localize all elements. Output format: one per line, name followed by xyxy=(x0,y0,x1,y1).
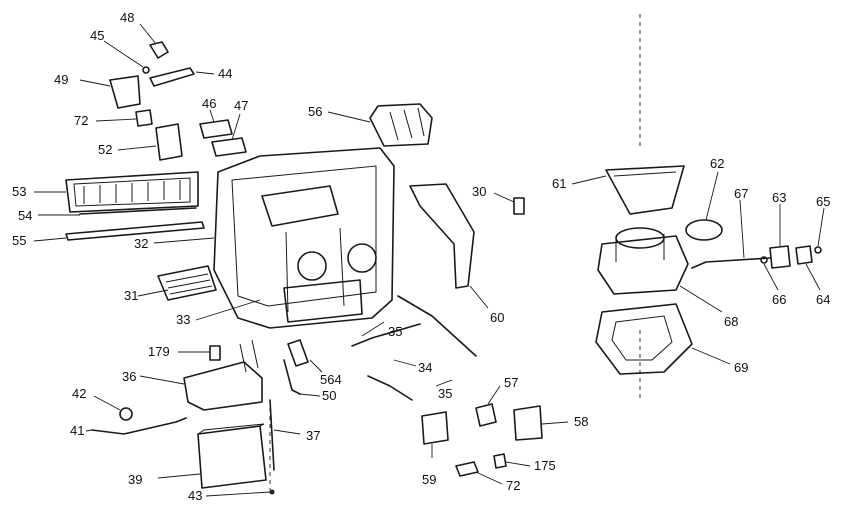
callout-69: 69 xyxy=(734,360,748,375)
part-69-blower-bottom xyxy=(595,303,731,375)
part-54-strip xyxy=(38,207,197,216)
callout-60: 60 xyxy=(490,310,504,325)
callout-64: 64 xyxy=(816,292,830,307)
callout-labels: 48 45 44 49 72 46 47 52 56 53 54 55 32 3… xyxy=(12,10,830,503)
callout-72-lower: 72 xyxy=(506,478,520,493)
part-47-plate xyxy=(211,113,247,157)
callout-175: 175 xyxy=(534,458,556,473)
part-65-pin xyxy=(814,207,825,254)
callout-61: 61 xyxy=(552,176,566,191)
part-33-inner-panel xyxy=(195,299,261,321)
part-53-filter-frame xyxy=(34,171,199,213)
callout-43: 43 xyxy=(188,488,202,503)
part-36-mount-bracket xyxy=(139,339,263,411)
part-63-connector xyxy=(769,204,791,269)
callout-62: 62 xyxy=(710,156,724,171)
part-34-cable xyxy=(351,295,477,367)
part-72-clip-upper xyxy=(95,109,153,127)
part-58-bracket xyxy=(513,405,569,441)
part-30-fastener xyxy=(493,192,525,215)
callout-55: 55 xyxy=(12,233,26,248)
callout-68: 68 xyxy=(724,314,738,329)
part-37-rod xyxy=(269,399,301,471)
callout-30: 30 xyxy=(472,184,486,199)
part-49-bracket xyxy=(79,75,141,109)
callout-52: 52 xyxy=(98,142,112,157)
callout-57: 57 xyxy=(504,375,518,390)
callout-48: 48 xyxy=(120,10,134,25)
callout-42: 42 xyxy=(72,386,86,401)
callout-35-lower: 35 xyxy=(438,386,452,401)
callout-66: 66 xyxy=(772,292,786,307)
part-50-arm xyxy=(283,359,321,397)
callout-67: 67 xyxy=(734,186,748,201)
callout-45: 45 xyxy=(90,28,104,43)
callout-63: 63 xyxy=(772,190,786,205)
callout-53: 53 xyxy=(12,184,26,199)
callout-33: 33 xyxy=(176,312,190,327)
part-57-clip xyxy=(475,385,501,427)
part-56-core xyxy=(327,103,433,147)
part-59-plate xyxy=(421,411,449,458)
callout-31: 31 xyxy=(124,288,138,303)
callout-34: 34 xyxy=(418,360,432,375)
callout-35-upper: 35 xyxy=(388,324,402,339)
callout-47: 47 xyxy=(234,98,248,113)
part-564-linkage xyxy=(287,339,323,373)
part-66-washer xyxy=(760,256,779,291)
part-31-tray xyxy=(137,265,217,301)
callout-39: 39 xyxy=(128,472,142,487)
assembly-centerlines xyxy=(269,14,641,490)
callout-58: 58 xyxy=(574,414,588,429)
callout-32: 32 xyxy=(134,236,148,251)
part-48-latch xyxy=(139,23,169,59)
callout-54: 54 xyxy=(18,208,32,223)
part-68-blower-housing xyxy=(597,227,723,313)
part-35-cable-upper xyxy=(361,321,413,401)
part-67-rod xyxy=(691,199,771,269)
part-32-main-housing xyxy=(153,147,395,329)
callout-65: 65 xyxy=(816,194,830,209)
part-64-plug xyxy=(795,245,821,291)
part-42-nut xyxy=(93,395,133,421)
part-52-sensor xyxy=(117,123,183,161)
callout-36: 36 xyxy=(122,369,136,384)
part-55-bar xyxy=(33,221,205,242)
callout-179: 179 xyxy=(148,344,170,359)
part-41-hose xyxy=(85,417,187,435)
callout-72-upper: 72 xyxy=(74,113,88,128)
part-39-box xyxy=(157,423,267,489)
part-46-plate xyxy=(199,109,233,139)
part-62-disc xyxy=(685,171,723,241)
callout-49: 49 xyxy=(54,72,68,87)
callout-44: 44 xyxy=(218,66,232,81)
part-72-clip-lower xyxy=(455,461,503,485)
part-60-bracket xyxy=(409,183,489,309)
callout-46: 46 xyxy=(202,96,216,111)
part-43-terminal xyxy=(205,489,275,497)
callout-37: 37 xyxy=(306,428,320,443)
callout-41: 41 xyxy=(70,423,84,438)
callout-564: 564 xyxy=(320,372,342,387)
part-44-lever xyxy=(149,67,215,87)
part-61-funnel xyxy=(571,165,685,215)
callout-59: 59 xyxy=(422,472,436,487)
callout-50: 50 xyxy=(322,388,336,403)
callout-56: 56 xyxy=(308,104,322,119)
part-45-screw xyxy=(103,40,150,74)
part-175-screw xyxy=(493,453,531,469)
part-179-bolt xyxy=(178,345,221,361)
part-35-cable-lower xyxy=(435,379,453,387)
